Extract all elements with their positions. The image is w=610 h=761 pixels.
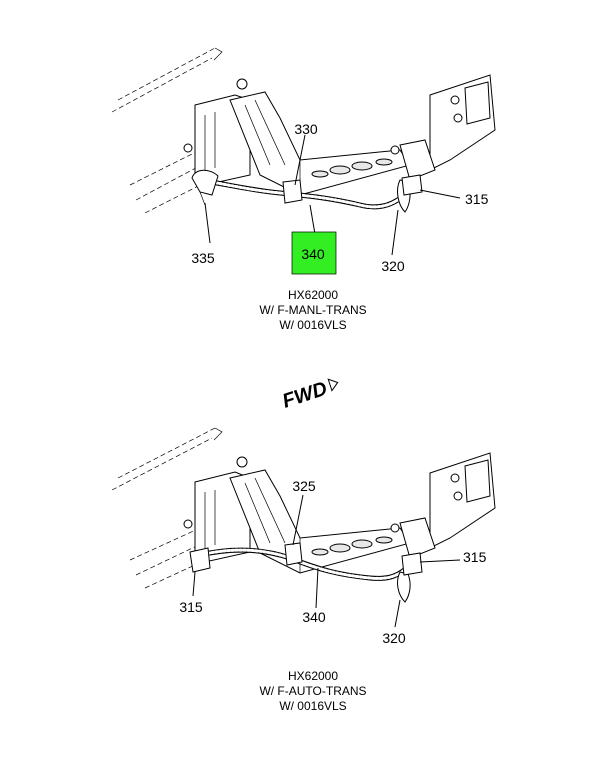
clip-325-bottom [284,542,303,566]
clip-335-top [191,169,219,206]
clip-320-top [397,174,423,213]
callout-340: 340 [301,246,325,262]
fwd-label: FWD [280,378,330,413]
left-mount-bracket-bottom [183,456,251,563]
caption-bottom-line-1: HX62000 [288,669,338,683]
wire-harness-top [197,177,413,210]
callout-315-left: 315 [179,599,203,615]
callout-320-bottom: 320 [382,630,406,646]
clip-330-top [282,179,303,204]
clip-320-bottom [397,552,423,603]
right-mount-bracket-top [390,74,496,181]
bottom-assembly: 325 315 315 340 320 HX62000 W/ F-AUTO-TR… [111,427,496,713]
wire-harness-bottom [197,547,413,581]
frame-rail-bottom [111,427,223,589]
callout-325: 325 [292,478,316,494]
caption-top-line-3: W/ 0016VLS [279,318,346,332]
callout-320: 320 [381,258,405,274]
caption-top-line-2: W/ F-MANL-TRANS [259,303,366,317]
callout-330: 330 [294,121,318,137]
forward-indicator: FWD [280,378,339,413]
crossmember-top [229,91,411,196]
top-assembly: 330 315 335 340 320 HX62000 W/ F-MANL-TR… [111,47,496,332]
clip-315-left-bottom [189,547,211,573]
left-mount-bracket-top [183,78,251,186]
callout-315-right: 315 [463,549,487,565]
callout-335: 335 [191,250,215,266]
caption-bottom-line-3: W/ 0016VLS [279,699,346,713]
callout-340-bottom: 340 [302,609,326,625]
caption-top-line-1: HX62000 [288,288,338,302]
highlight-340 [291,231,337,275]
forward-arrow-icon [327,378,339,392]
caption-bottom-line-2: W/ F-AUTO-TRANS [259,684,366,698]
callout-315: 315 [465,191,489,207]
right-mount-bracket-bottom [390,452,496,559]
crossmember-bottom [229,469,411,574]
